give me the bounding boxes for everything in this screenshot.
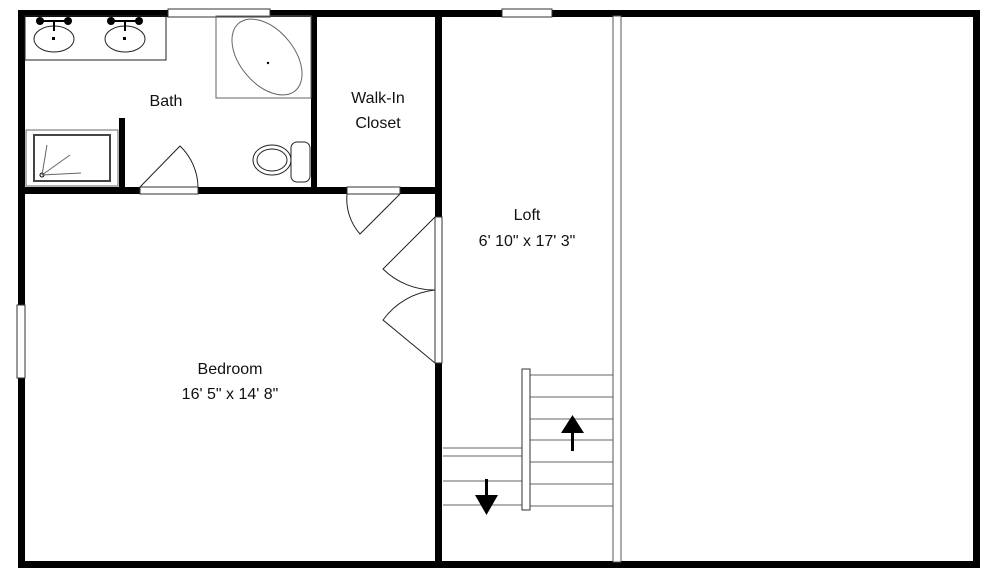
shower — [25, 129, 119, 187]
room-label-closet-line2: Closet — [355, 115, 401, 132]
room-label-loft: Loft — [514, 207, 541, 224]
double-vanity — [24, 15, 167, 61]
window-bedroom — [16, 304, 26, 379]
bathtub — [215, 15, 312, 99]
room-dimensions-loft: 6' 10" x 17' 3" — [479, 233, 576, 250]
window-bath — [167, 8, 271, 18]
window-loft — [501, 8, 553, 18]
arrow-up-icon — [561, 415, 584, 451]
toilet — [252, 141, 311, 183]
room-dimensions-bedroom: 16' 5" x 14' 8" — [182, 386, 279, 403]
room-label-bedroom: Bedroom — [198, 361, 263, 378]
loft-railing — [612, 15, 622, 563]
bath-door[interactable] — [139, 145, 199, 195]
room-label-bath: Bath — [150, 93, 183, 110]
closet-door[interactable] — [346, 186, 401, 235]
arrow-down-icon — [475, 479, 498, 515]
room-label-closet: Walk-In — [351, 90, 405, 107]
bedroom-closet-double-door[interactable] — [382, 216, 443, 364]
staircase — [443, 368, 613, 515]
exterior-walls — [18, 10, 980, 568]
